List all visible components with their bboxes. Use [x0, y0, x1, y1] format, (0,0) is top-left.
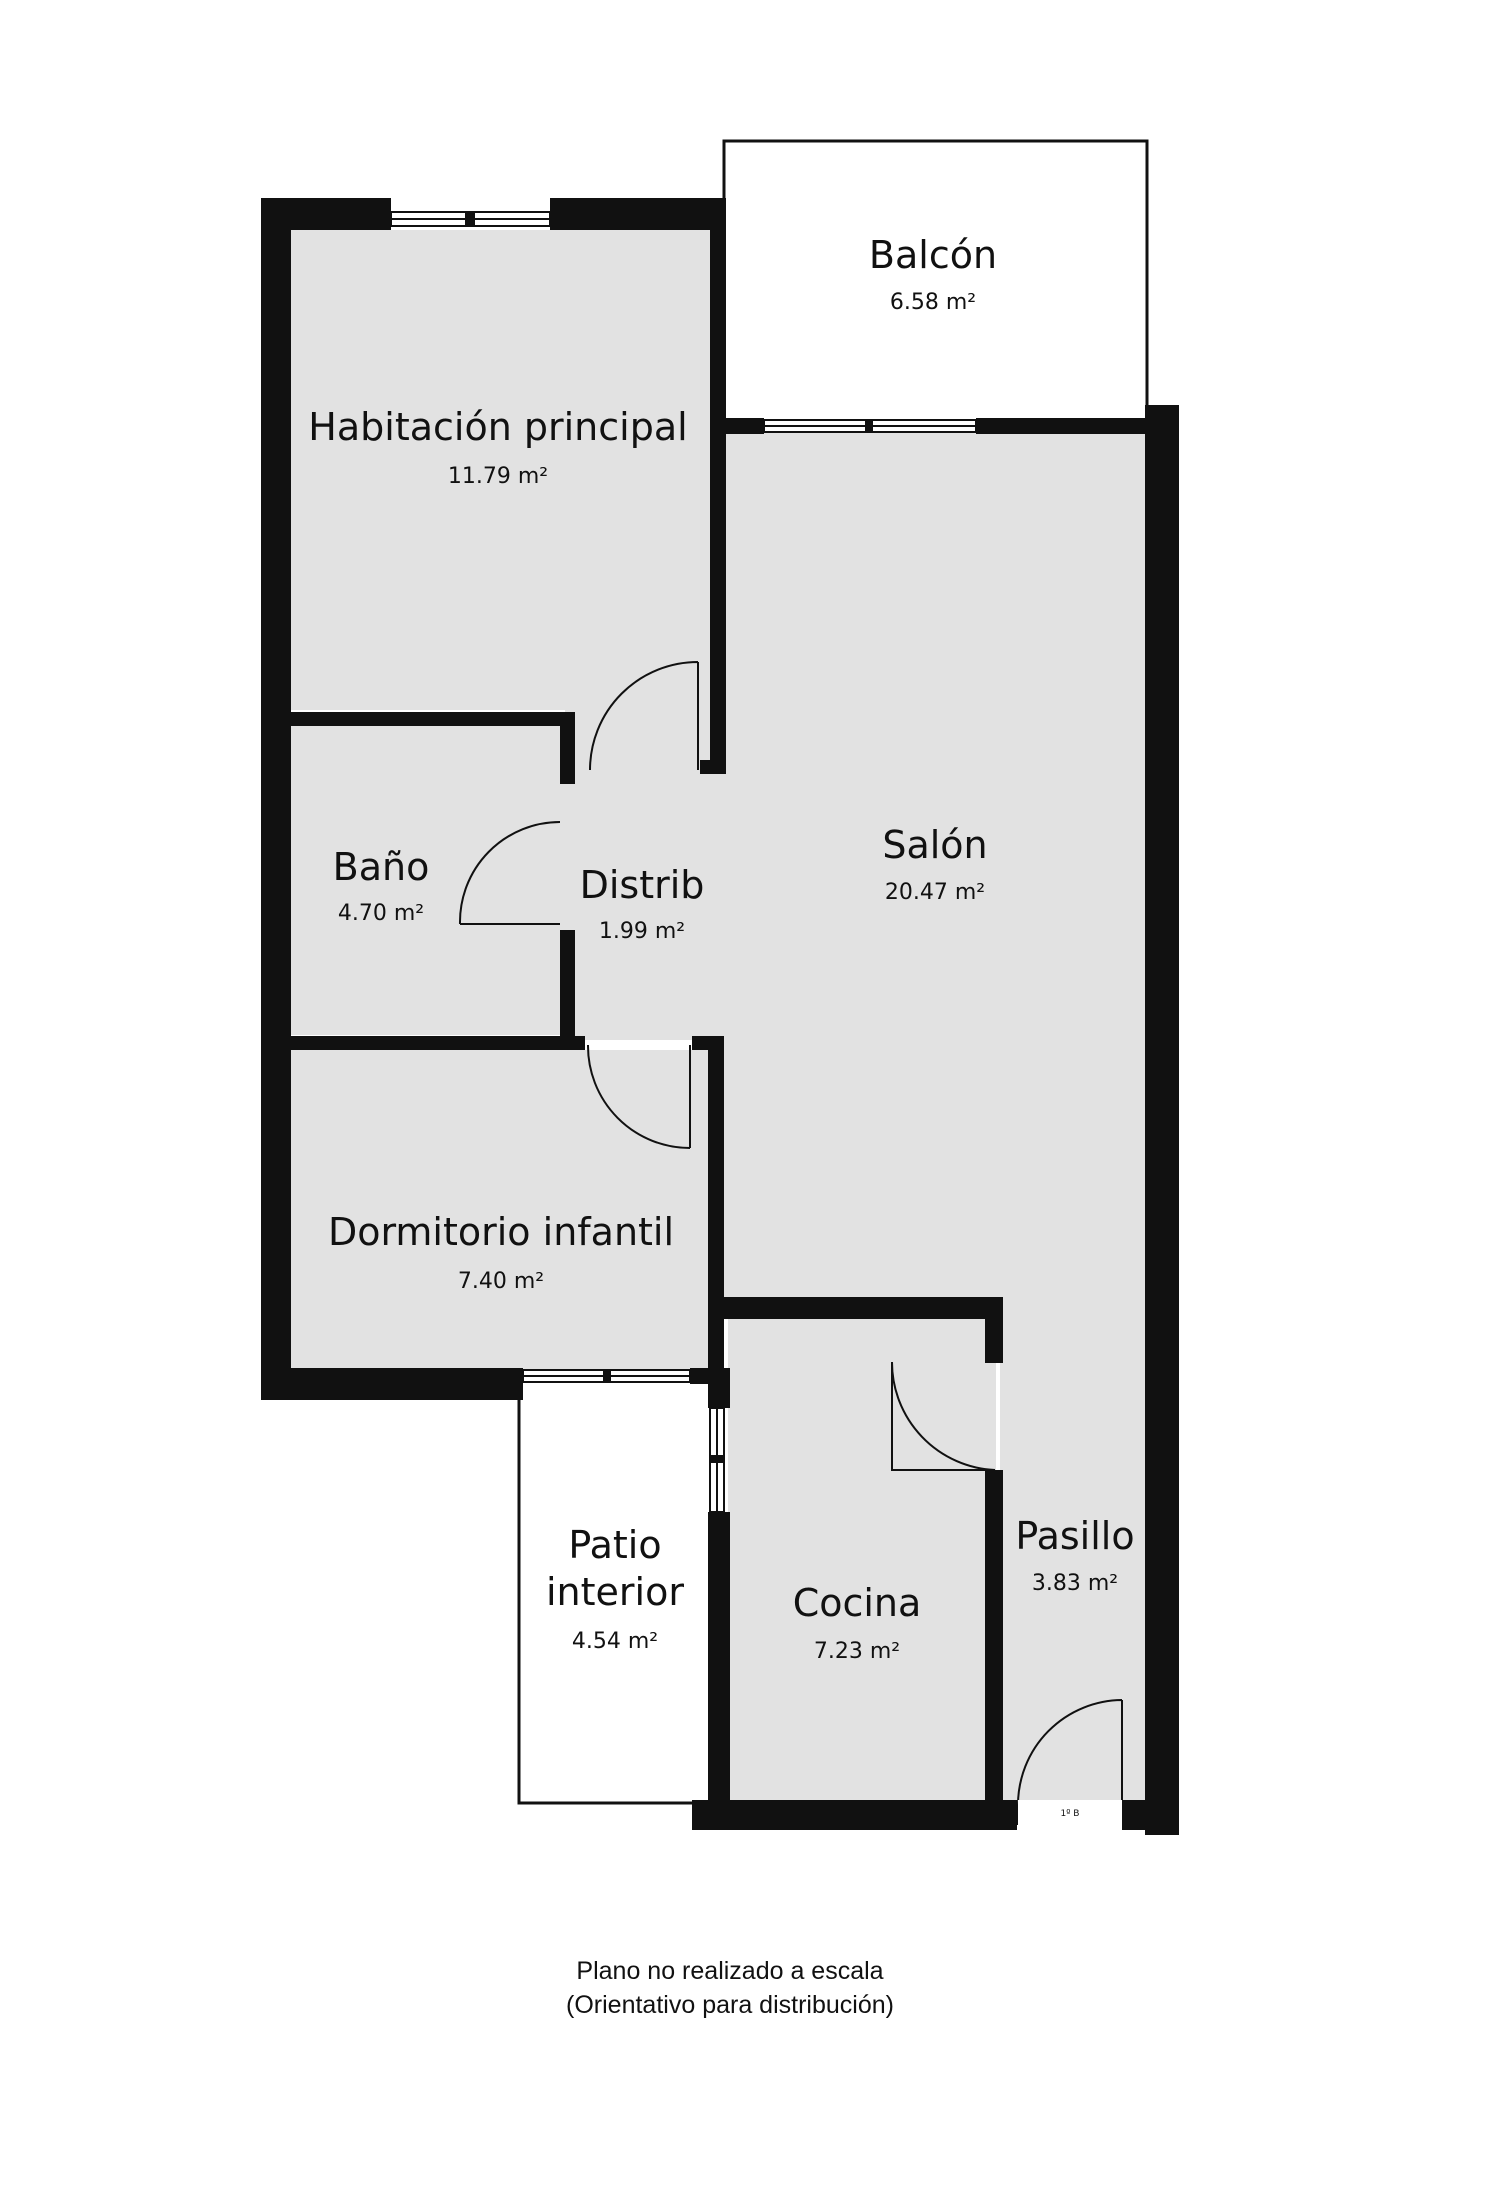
door-cocina	[890, 1361, 996, 1471]
wall-hab-salon	[710, 198, 726, 768]
note-orientation: (Orientativo para distribución)	[566, 1991, 894, 2019]
floor-pasillo	[1000, 1297, 1145, 1803]
window-dormitorio-patio	[522, 1369, 691, 1383]
window-balcon	[763, 419, 977, 433]
wall-patio-cocina-low	[708, 1512, 730, 1817]
windows	[390, 211, 977, 1513]
wall-bottom-right	[1122, 1800, 1179, 1830]
wall-bano-right-low	[560, 930, 575, 1040]
wall-dorm-bottom-left	[261, 1368, 523, 1400]
floor-dormitorio	[290, 1050, 715, 1370]
wall-top-right	[550, 198, 722, 230]
window-habitacion	[390, 211, 551, 227]
window-patio-cocina	[709, 1407, 725, 1513]
room-name-patio-line1: Patio	[568, 1523, 661, 1567]
wall-hab-bano	[290, 712, 575, 726]
wall-cocina-pasillo	[985, 1470, 1003, 1815]
room-area-salon: 20.47 m²	[885, 880, 985, 905]
room-area-patio: 4.54 m²	[572, 1629, 658, 1654]
wall-left-outer	[261, 198, 291, 1398]
wall-balcon-left	[726, 418, 764, 434]
wall-bottom-left	[692, 1800, 1017, 1830]
room-area-dormitorio: 7.40 m²	[458, 1269, 544, 1294]
door-bano	[458, 821, 561, 925]
room-name-habitacion: Habitación principal	[308, 405, 687, 449]
room-name-balcon: Balcón	[869, 233, 997, 277]
floor-cocina	[728, 1318, 996, 1803]
room-area-balcon: 6.58 m²	[890, 290, 976, 315]
walls	[261, 198, 1179, 1835]
entrance-threshold	[1018, 1800, 1122, 1830]
room-name-salon: Salón	[882, 823, 987, 867]
room-area-habitacion: 11.79 m²	[448, 464, 548, 489]
wall-top-left	[261, 198, 391, 230]
wall-balcon-right	[976, 418, 1148, 434]
room-area-bano: 4.70 m²	[338, 901, 424, 926]
wall-bano-right	[560, 712, 575, 784]
floor-bano	[290, 725, 565, 1035]
door-habitacion	[589, 661, 699, 771]
room-name-cocina: Cocina	[793, 1581, 922, 1625]
floor-habitacion	[290, 230, 720, 710]
room-name-dormitorio: Dormitorio infantil	[328, 1210, 674, 1254]
outdoor-areas	[517, 139, 1149, 1805]
room-area-cocina: 7.23 m²	[814, 1639, 900, 1664]
balcon-outline	[722, 139, 1149, 426]
note-scale: Plano no realizado a escala	[576, 1957, 884, 1985]
room-labels: Balcón 6.58 m² Habitación principal 11.7…	[308, 233, 1134, 1664]
wall-right-outer	[1145, 405, 1179, 1835]
wall-bano-dorm	[290, 1036, 585, 1050]
wall-dorm-salon	[708, 1036, 724, 1376]
wall-cocina-top	[720, 1297, 1002, 1319]
wall-distrib-stub-top	[700, 760, 726, 774]
entrance-label: 1º B	[1060, 1809, 1079, 1819]
wall-cocina-top-stub	[985, 1297, 1003, 1363]
floor-salon	[720, 432, 1145, 1297]
room-name-patio-line2: interior	[546, 1570, 684, 1614]
room-name-pasillo: Pasillo	[1015, 1514, 1134, 1558]
room-area-pasillo: 3.83 m²	[1032, 1571, 1118, 1596]
room-area-distrib: 1.99 m²	[599, 919, 685, 944]
room-name-distrib: Distrib	[580, 863, 705, 907]
room-name-bano: Baño	[333, 845, 430, 889]
door-dormitorio	[586, 1044, 691, 1149]
wall-patio-cocina	[708, 1368, 730, 1408]
